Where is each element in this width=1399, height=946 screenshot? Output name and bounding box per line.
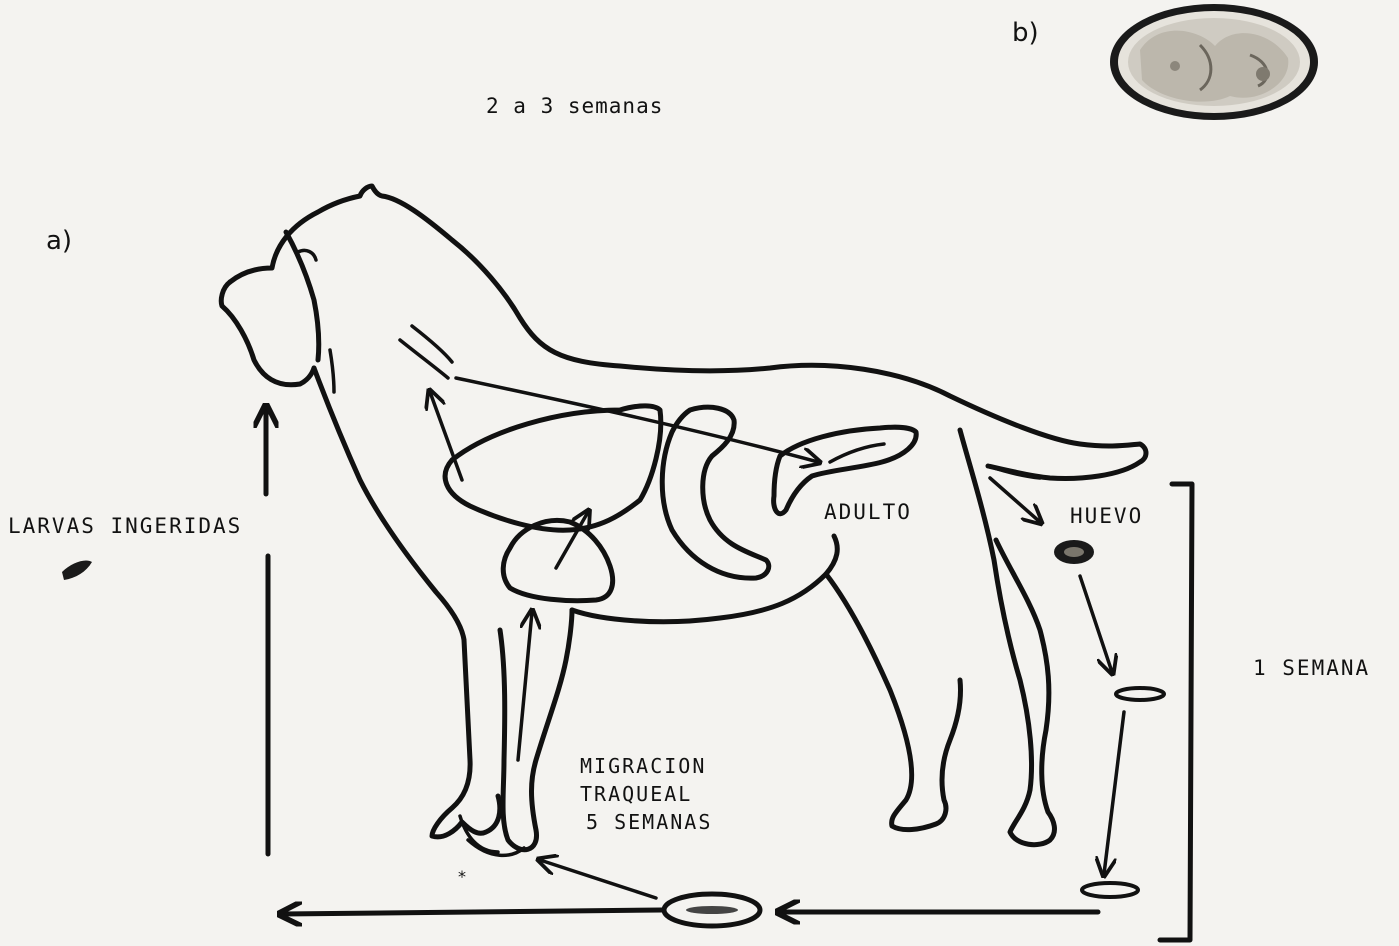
arrow-to-egg bbox=[990, 478, 1040, 522]
asterisk-mark: * bbox=[458, 867, 466, 886]
arrow-infective-to-ingestion bbox=[282, 910, 662, 914]
arrow-egg-to-larva bbox=[1080, 576, 1112, 672]
microscopic-egg bbox=[1110, 4, 1318, 120]
arrow-skin-penetration bbox=[540, 860, 656, 898]
larva-2 bbox=[1082, 883, 1138, 897]
larva-1 bbox=[1116, 688, 1164, 700]
internal-organs bbox=[445, 406, 916, 601]
arrow-larva-to-larva bbox=[1104, 712, 1124, 874]
internal-arrows bbox=[430, 378, 1040, 760]
arrow-trachea-to-intestine bbox=[456, 378, 818, 462]
ink-smudge bbox=[62, 560, 92, 580]
arrow-leg-to-heart bbox=[518, 612, 532, 760]
external-stages bbox=[664, 540, 1164, 926]
dog-outline bbox=[221, 186, 1146, 855]
one-week-bracket bbox=[1160, 484, 1192, 940]
